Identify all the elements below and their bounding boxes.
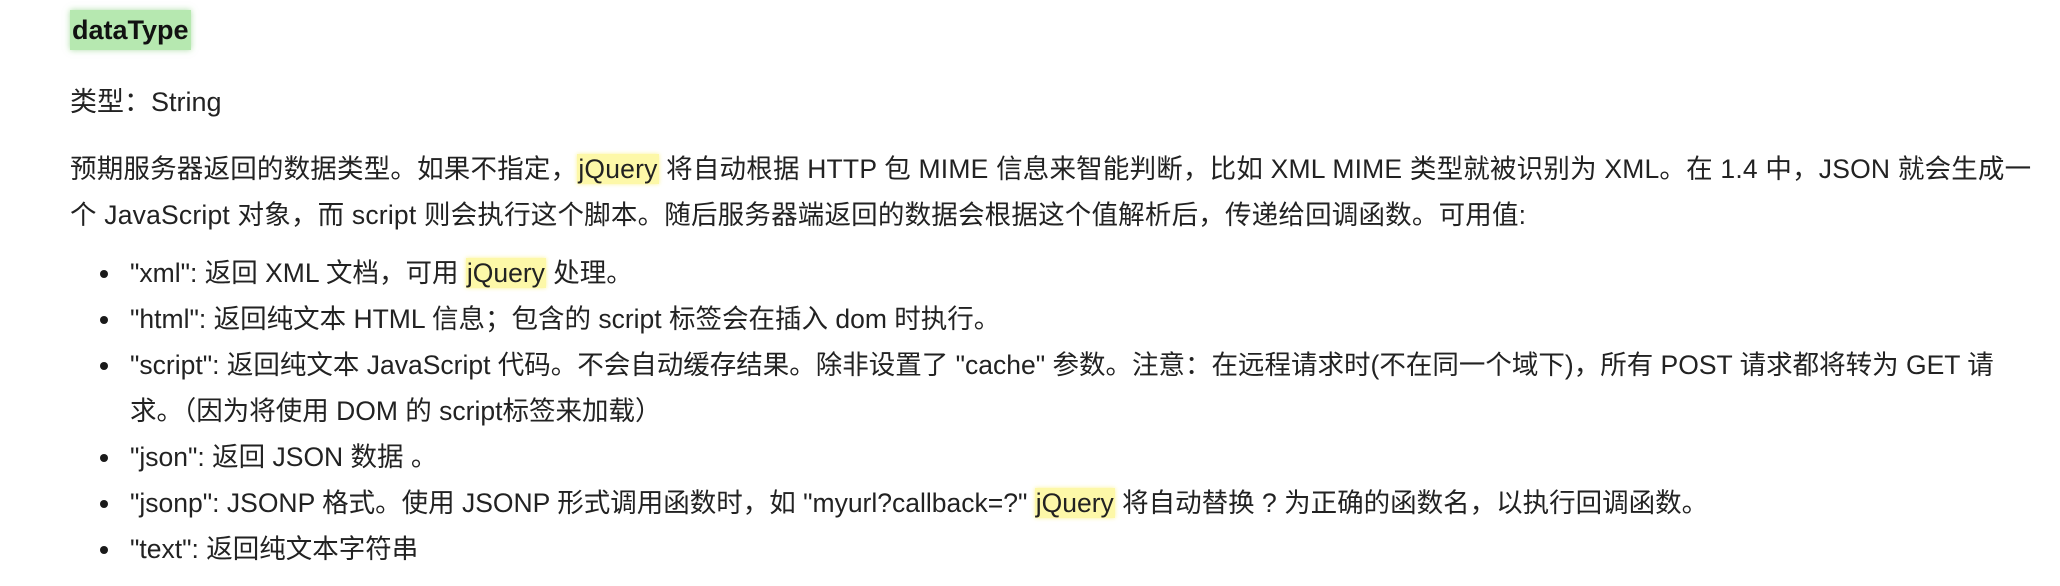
list-item-text-end: 处理。	[545, 258, 633, 288]
list-item-text-type: "text": 返回纯文本字符串	[70, 526, 2040, 572]
list-item-text: "text": 返回纯文本字符串	[130, 534, 419, 564]
document-content: dataType 类型：String 预期服务器返回的数据类型。如果不指定，jQ…	[70, 0, 2040, 572]
jquery-highlight: jQuery	[577, 154, 659, 184]
type-line: 类型：String	[70, 87, 222, 117]
description-text-start: 预期服务器返回的数据类型。如果不指定，	[70, 154, 578, 184]
list-item-script: "script": 返回纯文本 JavaScript 代码。不会自动缓存结果。除…	[70, 342, 2040, 434]
list-item-xml: "xml": 返回 XML 文档，可用 jQuery 处理。	[70, 250, 2040, 296]
jquery-highlight: jQuery	[1034, 488, 1115, 518]
list-item-text: "script": 返回纯文本 JavaScript 代码。不会自动缓存结果。除…	[130, 350, 1994, 426]
list-item-text: "jsonp": JSONP 格式。使用 JSONP 形式调用函数时，如 "my…	[130, 488, 1035, 518]
list-item-text: "xml": 返回 XML 文档，可用	[130, 258, 466, 288]
bullet-icon	[100, 546, 108, 554]
list-item-json: "json": 返回 JSON 数据 。	[70, 434, 2040, 480]
bullet-icon	[100, 454, 108, 462]
bullet-icon	[100, 500, 108, 508]
section-heading: dataType	[70, 10, 191, 50]
list-item-text: "json": 返回 JSON 数据 。	[130, 442, 438, 472]
description-paragraph: 预期服务器返回的数据类型。如果不指定，jQuery 将自动根据 HTTP 包 M…	[70, 146, 2040, 238]
list-item-html: "html": 返回纯文本 HTML 信息；包含的 script 标签会在插入 …	[70, 296, 2040, 342]
list-item-jsonp: "jsonp": JSONP 格式。使用 JSONP 形式调用函数时，如 "my…	[70, 480, 2040, 526]
datatype-values-list: "xml": 返回 XML 文档，可用 jQuery 处理。 "html": 返…	[70, 250, 2040, 572]
list-item-text: "html": 返回纯文本 HTML 信息；包含的 script 标签会在插入 …	[130, 304, 1001, 334]
list-item-text-end: 将自动替换 ? 为正确的函数名，以执行回调函数。	[1114, 488, 1709, 518]
bullet-icon	[100, 316, 108, 324]
jquery-highlight: jQuery	[465, 258, 546, 288]
bullet-icon	[100, 270, 108, 278]
bullet-icon	[100, 362, 108, 370]
description-text-end: 将自动根据 HTTP 包 MIME 信息来智能判断，比如 XML MIME 类型…	[70, 154, 2032, 230]
